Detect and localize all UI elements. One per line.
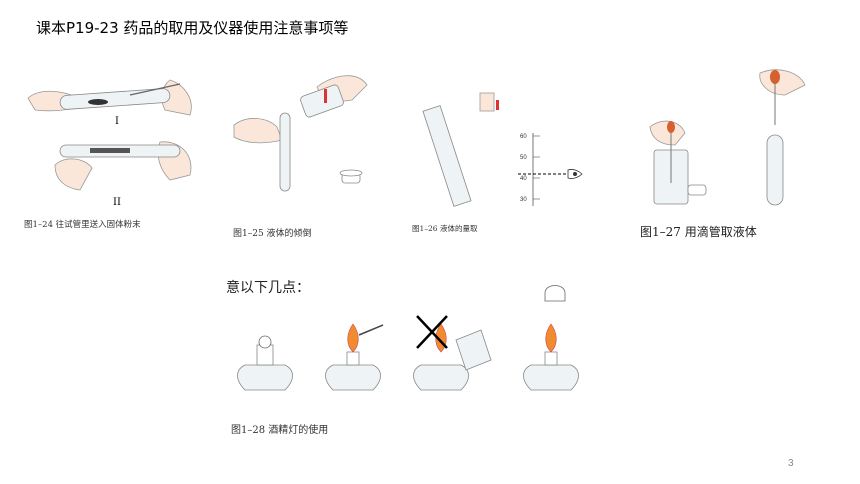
- figure-1-28: [225, 275, 605, 415]
- scale-30: 30: [520, 197, 527, 203]
- figure-1-24: I II: [20, 70, 200, 230]
- scale-50: 50: [520, 155, 527, 161]
- caption-1-26: 图1–26 液体的量取: [412, 224, 478, 233]
- measure-liquid-illustration: 60 50 40 30: [422, 92, 583, 207]
- scale-60: 60: [520, 134, 527, 140]
- scale-40: 40: [520, 176, 527, 182]
- caption-1-24: 图1–24 往试管里送入固体粉末: [24, 220, 141, 230]
- figure-1-26: 60 50 40 30: [408, 88, 598, 218]
- figure-label-i: I: [115, 116, 119, 127]
- pour-liquid-illustration: [233, 75, 368, 192]
- alcohol-lamp-illustration: [237, 285, 579, 391]
- caption-1-25: 图1–25 液体的倾倒: [233, 229, 312, 239]
- heading-notes: 意以下几点：: [226, 280, 310, 296]
- test-tube-powder-illustration: I II: [27, 79, 192, 208]
- caption-1-28: 图1–28 酒精灯的使用: [231, 425, 329, 436]
- figure-1-25: [232, 65, 372, 220]
- dropper-illustration: [649, 69, 806, 206]
- page-number: 3: [788, 458, 794, 469]
- caption-1-27: 图1–27 用滴管取液体: [640, 225, 757, 239]
- figure-label-ii: II: [113, 197, 121, 208]
- figure-1-27: [640, 65, 820, 215]
- slide-title: 课本P19-23 药品的取用及仪器使用注意事项等: [36, 19, 349, 37]
